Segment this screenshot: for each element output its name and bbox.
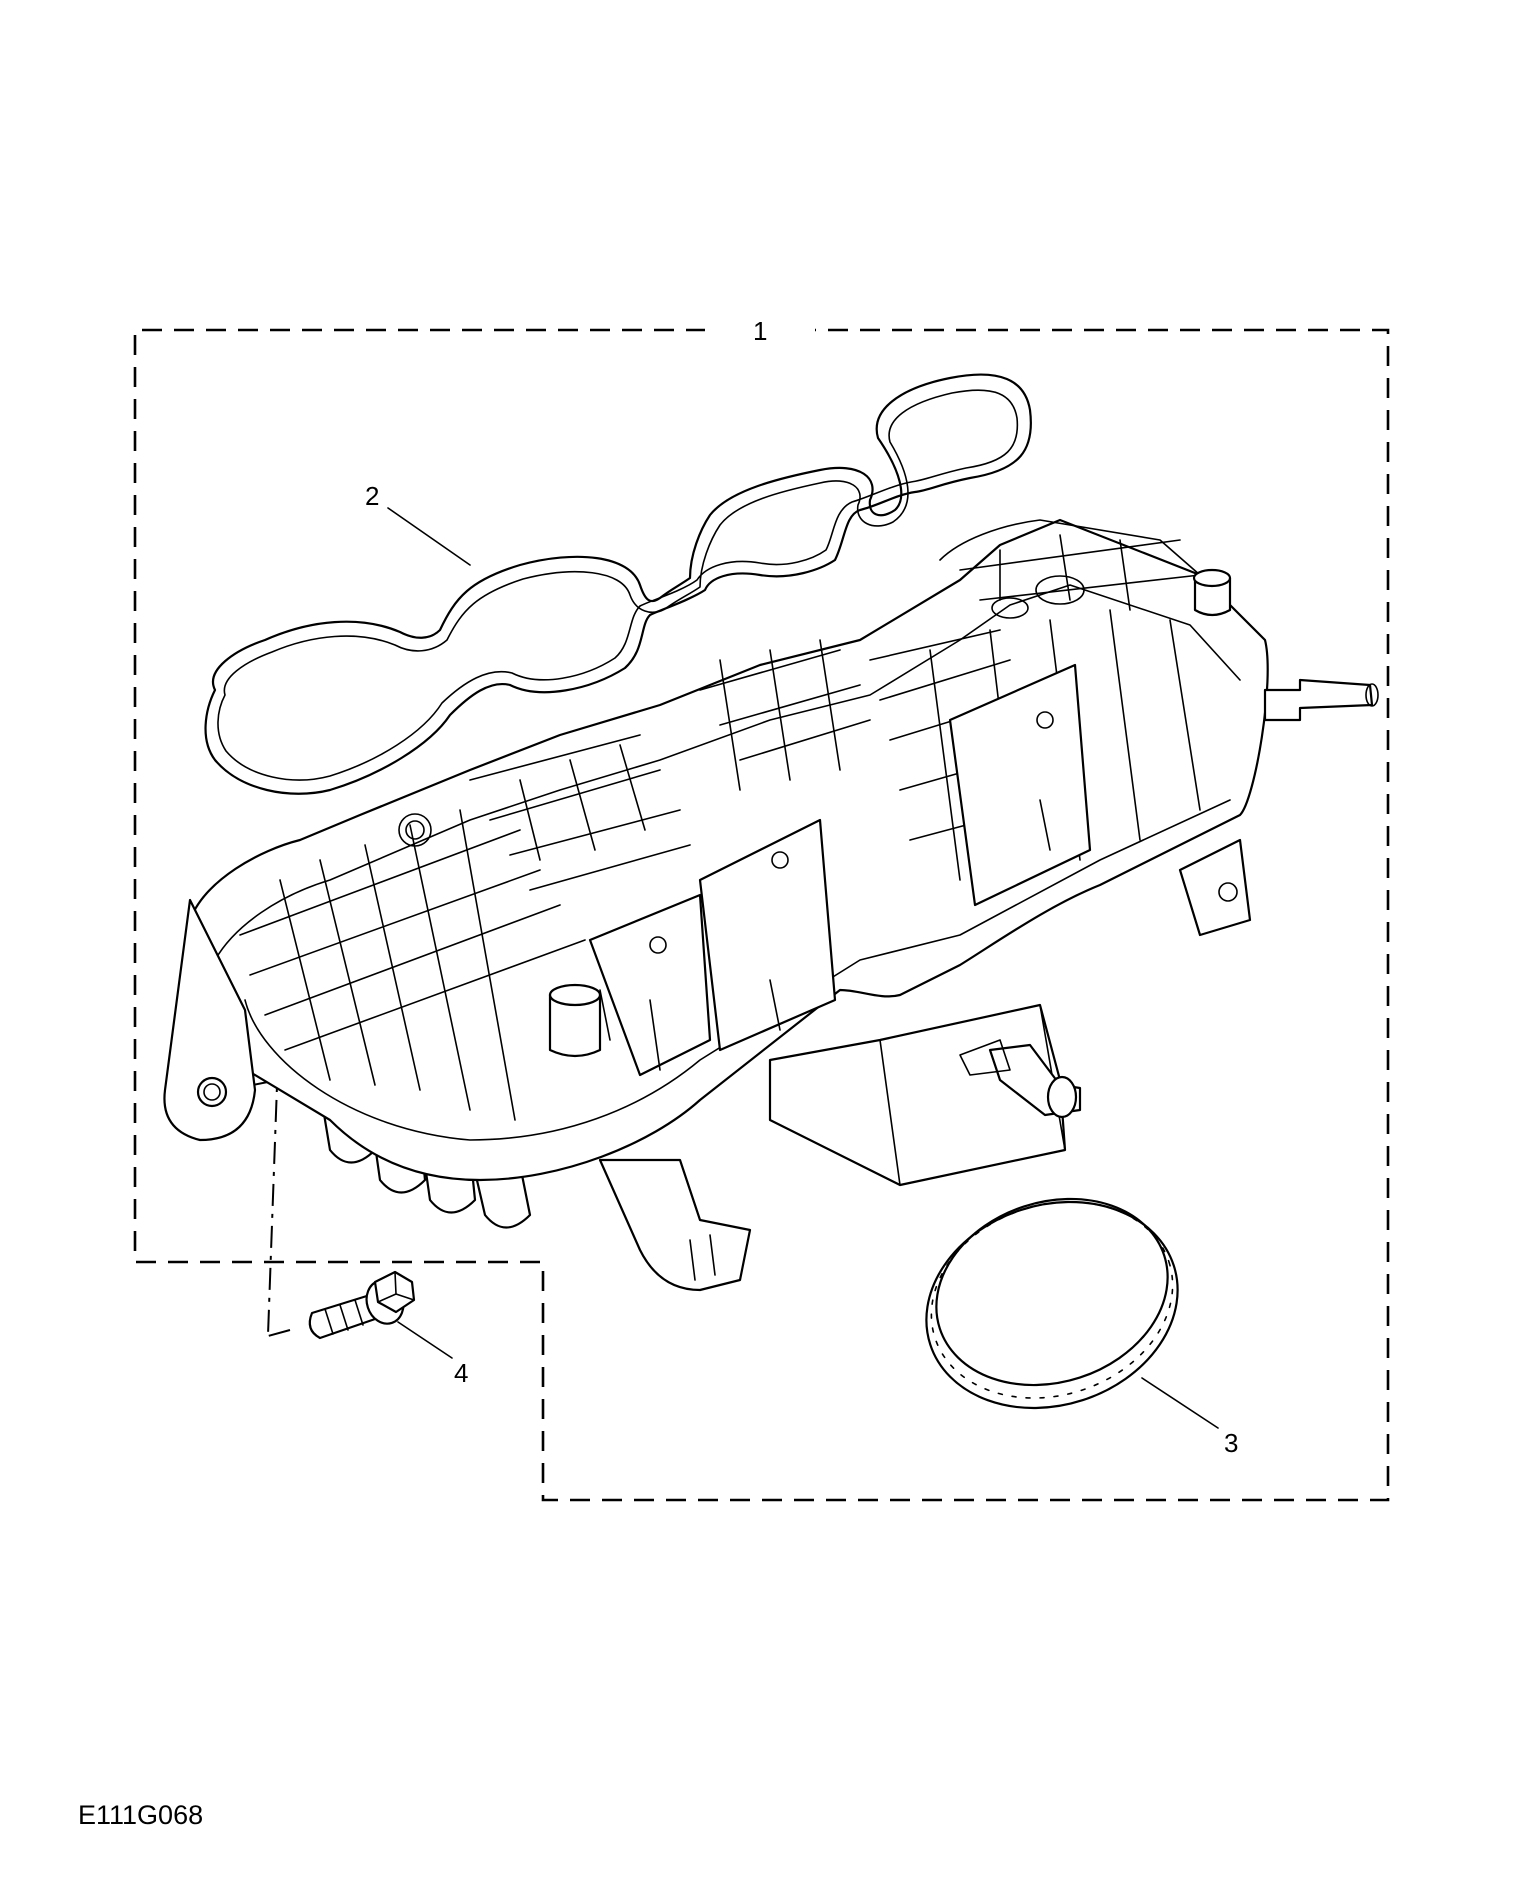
callout-3-leader: [1141, 1377, 1219, 1429]
callout-1: 1: [753, 316, 767, 346]
flange-bolt: [308, 1270, 416, 1340]
intake-manifold: [163, 518, 1379, 1292]
manifold-gasket: [204, 373, 1032, 795]
callout-4-leader: [397, 1321, 453, 1359]
callout-4: 4: [454, 1358, 468, 1388]
callout-2-leader: [387, 507, 471, 566]
callout-2: 2: [365, 481, 379, 511]
callout-3: 3: [1224, 1428, 1238, 1458]
figure-id: E111G068: [78, 1800, 204, 1830]
throttle-body-seal: [925, 1197, 1179, 1410]
kit-boundary: [133, 328, 1390, 1502]
